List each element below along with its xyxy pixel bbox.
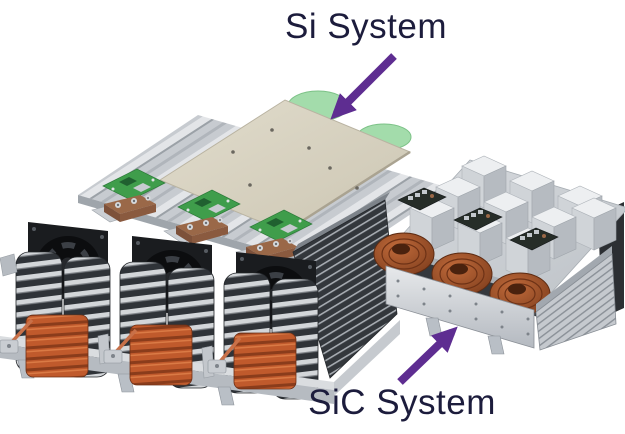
sic-heatsink-top bbox=[536, 246, 612, 312]
sic-heatsink bbox=[535, 253, 617, 351]
plate-screws bbox=[231, 128, 359, 190]
sic-system-render bbox=[373, 155, 625, 355]
copper-winding bbox=[25, 314, 89, 378]
plate-edge bbox=[284, 150, 411, 234]
copper-winding bbox=[233, 332, 297, 390]
sic-system-label: SiC System bbox=[308, 383, 496, 422]
sic-arrow-icon bbox=[397, 326, 458, 385]
side-heatsink-top bbox=[293, 192, 390, 252]
si-system-render bbox=[0, 90, 450, 406]
si-system-label: Si System bbox=[285, 7, 447, 46]
capacitor-box bbox=[571, 197, 617, 251]
sic-arrow-shaft bbox=[397, 326, 458, 385]
mounting-foot bbox=[425, 317, 443, 337]
panel-screws bbox=[396, 279, 530, 336]
mounting-bracket bbox=[0, 253, 18, 277]
copper-winding bbox=[129, 324, 193, 386]
si-arrow-shaft bbox=[330, 53, 397, 120]
terminal-lugs bbox=[0, 339, 227, 374]
si-arrow-icon bbox=[330, 53, 397, 120]
chassis-base-side bbox=[334, 320, 400, 396]
front-panel bbox=[385, 265, 535, 349]
toroid-inductor bbox=[373, 232, 435, 276]
